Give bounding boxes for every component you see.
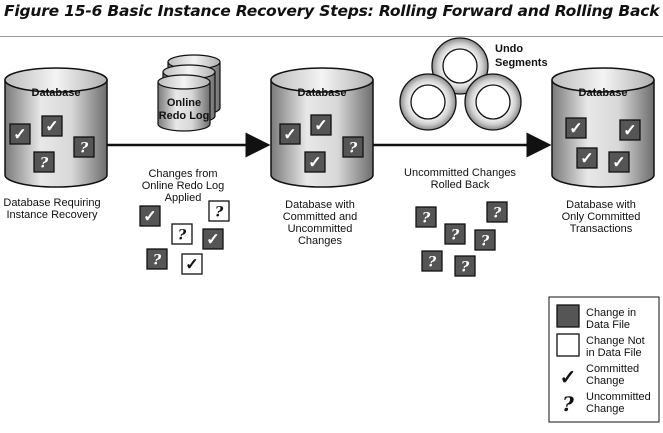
svg-text:?: ? [178,227,187,244]
committed-change-box: ✓ [304,151,326,173]
caption-line: Uncommitted Changes [404,167,516,179]
caption-line: Uncommitted [288,223,353,235]
svg-text:?: ? [461,259,470,276]
uncommitted-change-box: ? [33,151,55,173]
undo-ring-icon [464,73,522,131]
committed-change-unwritten-box: ✓ [181,253,203,275]
legend-symbols: ✓? [556,304,580,416]
caption-line: Transactions [570,223,633,235]
legend-filled-box [556,304,580,328]
redo-log-label-line1: Online [167,97,201,109]
legend-changed-line2: Data File [586,319,630,331]
caption-line: Online Redo Log [142,180,225,192]
caption-line: Changes from [148,168,217,180]
caption-line: Applied [165,192,202,204]
caption-line: Changes [298,235,343,247]
change-symbols: ✓ ✓?? ✓?? ✓? ✓ ✓ ✓? ✓?????? ✓ ✓ ✓ ✓ [9,114,641,277]
svg-text:?: ? [40,155,49,172]
svg-text:?: ? [422,210,431,227]
online-redo-log: Online Redo Log [157,54,221,132]
legend-not-changed-line1: Change Not [586,335,645,347]
legend-committed-line2: Change [586,375,625,387]
step-rollback-caption: Uncommitted Changes Rolled Back [404,167,516,191]
svg-text:?: ? [80,140,89,157]
uncommitted-change-unwritten-box: ? [208,200,230,222]
uncommitted-change-unwritten-box: ? [171,223,193,245]
uncommitted-change-box: ? [73,136,95,158]
uncommitted-change-box: ? [474,229,496,251]
svg-text:✓: ✓ [45,117,58,136]
legend-committed-line1: Committed [586,363,639,375]
caption-line: Committed and [283,211,358,223]
legend-uncommitted-line2: Change [586,403,625,415]
committed-change-box: ✓ [619,119,641,141]
caption-line: Database with [285,199,355,211]
svg-text:?: ? [428,254,437,271]
legend-not-changed-line2: in Data File [586,347,642,359]
uncommitted-change-box: ? [486,201,508,223]
caption-line: Instance Recovery [6,209,98,221]
figure-title: Figure 15-6 Basic Instance Recovery Step… [4,2,660,20]
checkmark-icon: ✓ [560,365,577,389]
svg-text:✓: ✓ [308,153,321,172]
legend-uncommitted-line1: Uncommitted [586,391,651,403]
legend-changed-line1: Change in [586,307,636,319]
redo-log-label-line2: Redo Log [159,110,210,122]
uncommitted-change-box: ? [444,223,466,245]
svg-text:?: ? [493,205,502,222]
uncommitted-change-box: ? [146,248,168,270]
caption-line: Database Requiring [3,197,100,209]
caption-db1: Database Requiring Instance Recovery [3,197,100,221]
legend: ✓? Change in Data File Change Not in Dat… [548,296,660,423]
svg-text:?: ? [481,233,490,250]
committed-change-box: ✓ [279,123,301,145]
database-label: Database [298,87,347,99]
svg-text:✓: ✓ [314,116,327,135]
svg-text:✓: ✓ [13,125,26,144]
svg-text:✓: ✓ [569,119,582,138]
legend-empty-box [556,333,580,357]
committed-change-box: ✓ [576,147,598,169]
diagram-frame [0,36,663,433]
svg-text:✓: ✓ [580,149,593,168]
svg-text:✓: ✓ [623,121,636,140]
database-label: Database [579,87,628,99]
committed-change-box: ✓ [608,151,630,173]
step-apply-caption: Changes from Online Redo Log Applied [142,168,225,204]
question-mark-icon: ? [562,392,574,416]
svg-text:?: ? [153,252,162,269]
committed-change-box: ✓ [139,205,161,227]
svg-text:?: ? [215,204,224,221]
database-label: Database [32,87,81,99]
undo-ring-icon [399,73,457,131]
uncommitted-change-box: ? [421,250,443,272]
undo-label-line1: Undo [495,43,523,55]
caption-db3: Database with Only Committed Transaction… [562,199,641,235]
svg-text:✓: ✓ [612,153,625,172]
caption-line: Database with [566,199,636,211]
caption-line: Rolled Back [431,179,490,191]
caption-db2: Database with Committed and Uncommitted … [283,199,358,247]
undo-segments: Undo Segments [399,37,548,131]
committed-change-box: ✓ [41,115,63,137]
committed-change-box: ✓ [9,123,31,145]
undo-label-line2: Segments [495,57,548,69]
svg-text:✓: ✓ [283,125,296,144]
svg-text:✓: ✓ [143,207,156,226]
committed-change-box: ✓ [202,228,224,250]
svg-text:✓: ✓ [206,230,219,249]
svg-text:?: ? [451,227,460,244]
committed-change-box: ✓ [565,117,587,139]
uncommitted-change-box: ? [342,136,364,158]
svg-text:✓: ✓ [185,255,198,274]
svg-text:?: ? [349,140,358,157]
committed-change-box: ✓ [310,114,332,136]
uncommitted-change-box: ? [415,206,437,228]
caption-line: Only Committed [562,211,641,223]
uncommitted-change-box: ? [454,255,476,277]
